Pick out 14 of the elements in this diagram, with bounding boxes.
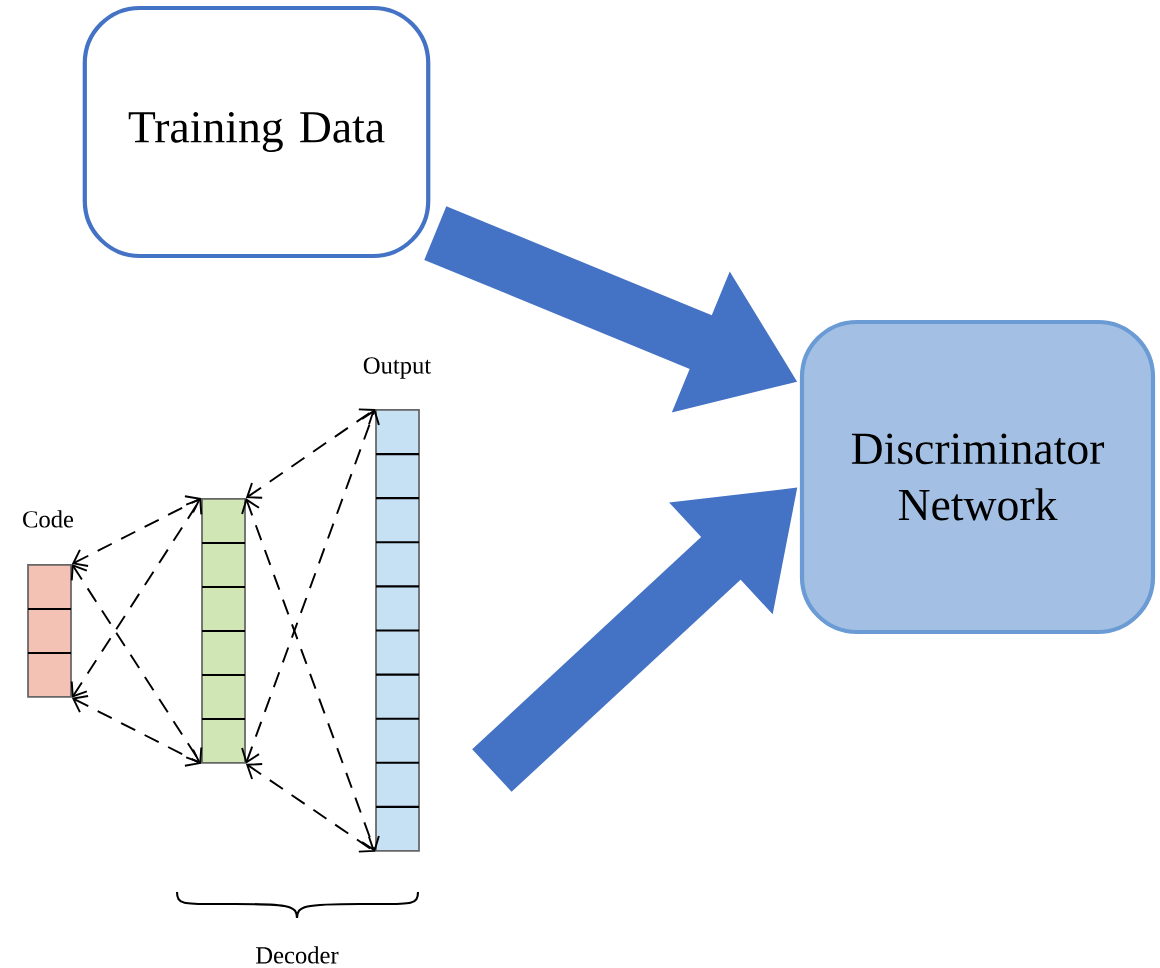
connector-line: [70, 498, 203, 698]
connector-line: [241, 409, 380, 764]
hidden-layer-bar: [201, 498, 246, 764]
bracket-label: Decoder: [256, 946, 339, 964]
connector-line: [71, 495, 202, 567]
process-box: Training Data: [82, 5, 431, 259]
process-box: Discriminator Network: [799, 319, 1156, 635]
connector-line: [70, 564, 203, 764]
connector-line: [241, 498, 380, 852]
connector-line: [245, 408, 376, 499]
layer-label: Output: [363, 357, 431, 379]
connector-line: [245, 763, 376, 853]
layer-label: Code: [23, 510, 74, 528]
connector-line: [71, 695, 202, 767]
